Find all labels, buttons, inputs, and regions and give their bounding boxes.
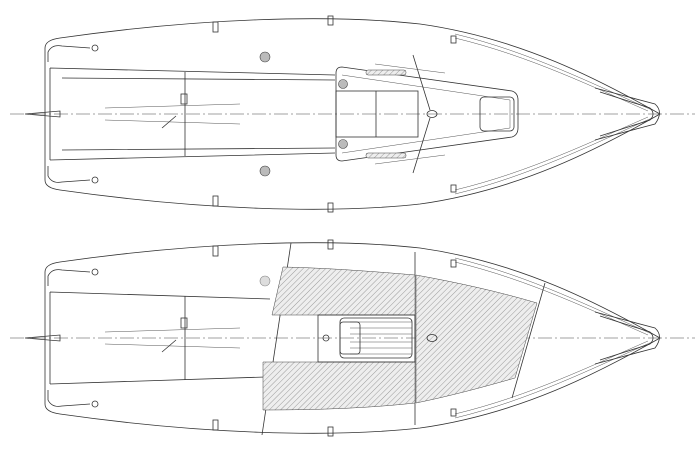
top-view-standard-deck bbox=[9, 15, 696, 213]
winch-icon bbox=[259, 51, 348, 177]
nonskid-area bbox=[262, 361, 416, 411]
nonskid-area bbox=[271, 266, 416, 316]
coachroof bbox=[335, 66, 519, 162]
cockpit-seat bbox=[317, 314, 416, 363]
bottom-view-nonskid-layout bbox=[9, 239, 696, 437]
nonskid-area bbox=[415, 274, 538, 404]
forward-hatch bbox=[479, 96, 515, 132]
companionway-hatch bbox=[335, 90, 419, 138]
